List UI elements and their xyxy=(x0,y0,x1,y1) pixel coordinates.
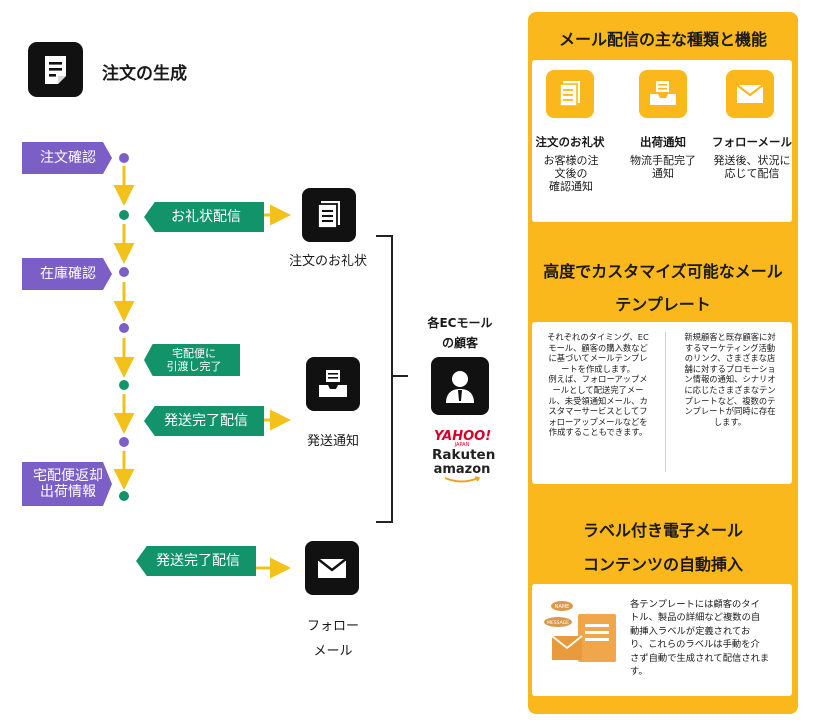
envelope-icon xyxy=(305,541,359,595)
document-icon xyxy=(546,70,594,118)
labels-card: NAME MESSAGE 各テンプレートには顧客のタイ トル、製品の詳細など複数… xyxy=(532,584,792,696)
bracket-connector xyxy=(376,235,408,523)
inbox-tray-icon xyxy=(306,357,360,411)
tag-shipped-delivery: 発送完了配信 xyxy=(144,406,264,436)
timeline-dot xyxy=(119,267,129,277)
tag-handover-complete: 宅配便に 引渡し完了 xyxy=(144,344,240,376)
envelope-icon xyxy=(726,70,774,118)
timeline-dot xyxy=(119,323,129,333)
section2-title: 高度でカスタマイズ可能なメール テンプレート xyxy=(543,262,783,314)
timeline-dot xyxy=(119,437,129,447)
tag-stock-confirm: 在庫確認 xyxy=(22,258,112,290)
templates-right-text: 新規顧客と既存顧客に対 するマーケティング活動 のリンク、さまざまな店 舗に対す… xyxy=(684,332,776,427)
timeline-dot xyxy=(119,491,129,501)
tag-thankyou-delivery: お礼状配信 xyxy=(144,202,264,232)
column-divider xyxy=(665,332,666,472)
features-card: 注文のお礼状 出荷通知 フォローメール お客様の注 文後の 確認通知 物流手配完… xyxy=(532,60,792,222)
tag-order-confirm: 注文確認 xyxy=(22,142,112,174)
flow-lines xyxy=(113,166,408,579)
customer-label: 各ECモール の顧客 xyxy=(427,316,493,350)
feature-name-follow: フォローメール xyxy=(711,135,793,149)
feature-name-thankyou: 注文のお礼状 xyxy=(535,135,605,149)
templates-left-text: それぞれのタイミング、EC モール、顧客の購入数など に基づいてメールテンプレ … xyxy=(547,332,649,438)
tag-shipped-delivery-follow: 発送完了配信 xyxy=(136,546,256,576)
section3-title: ラベル付き電子メール コンテンツの自動挿入 xyxy=(582,521,743,574)
document-icon xyxy=(302,188,356,242)
output-label-shipping: 発送通知 xyxy=(306,434,359,449)
label-insert-illustration: NAME MESSAGE xyxy=(544,601,616,662)
section1-title: メール配信の主な種類と機能 xyxy=(558,30,767,49)
info-panel: メール配信の主な種類と機能 注文のお礼状 xyxy=(528,12,798,714)
timeline-dot xyxy=(119,380,129,390)
templates-card: それぞれのタイミング、EC モール、顧客の購入数など に基づいてメールテンプレ … xyxy=(532,322,792,484)
output-label-follow: フォロー メール xyxy=(306,619,359,659)
label-word-message: MESSAGE xyxy=(547,620,569,626)
timeline-dot xyxy=(119,153,129,163)
timeline-arrows xyxy=(113,166,291,579)
yahoo-logo: YAHOO! xyxy=(434,429,492,444)
output-label-thankyou: 注文のお礼状 xyxy=(288,254,367,269)
timeline-dot xyxy=(119,210,129,220)
feature-desc-shipping: 物流手配完了 通知 xyxy=(630,154,696,181)
amazon-logo: amazon xyxy=(433,462,491,477)
label-word-name: NAME xyxy=(555,604,570,610)
rakuten-logo: Rakuten xyxy=(432,447,496,463)
inbox-tray-icon xyxy=(639,70,687,118)
person-icon xyxy=(431,357,489,415)
page-title: 注文の生成 xyxy=(102,64,187,84)
yahoo-logo-sub: JAPAN xyxy=(454,442,470,448)
amazon-smile-icon xyxy=(444,476,481,483)
tag-return-shipping: 宅配便返却 出荷情報 xyxy=(22,462,112,506)
feature-desc-thankyou: お客様の注 文後の 確認通知 xyxy=(543,154,599,194)
feature-desc-follow: 発送後、状況に 応じて配信 xyxy=(713,154,791,181)
labels-text: 各テンプレートには顧客のタイ トル、製品の詳細など複数の自 動挿入ラベルが定義さ… xyxy=(630,599,770,678)
order-document-icon xyxy=(28,42,83,97)
feature-name-shipping: 出荷通知 xyxy=(640,135,686,149)
